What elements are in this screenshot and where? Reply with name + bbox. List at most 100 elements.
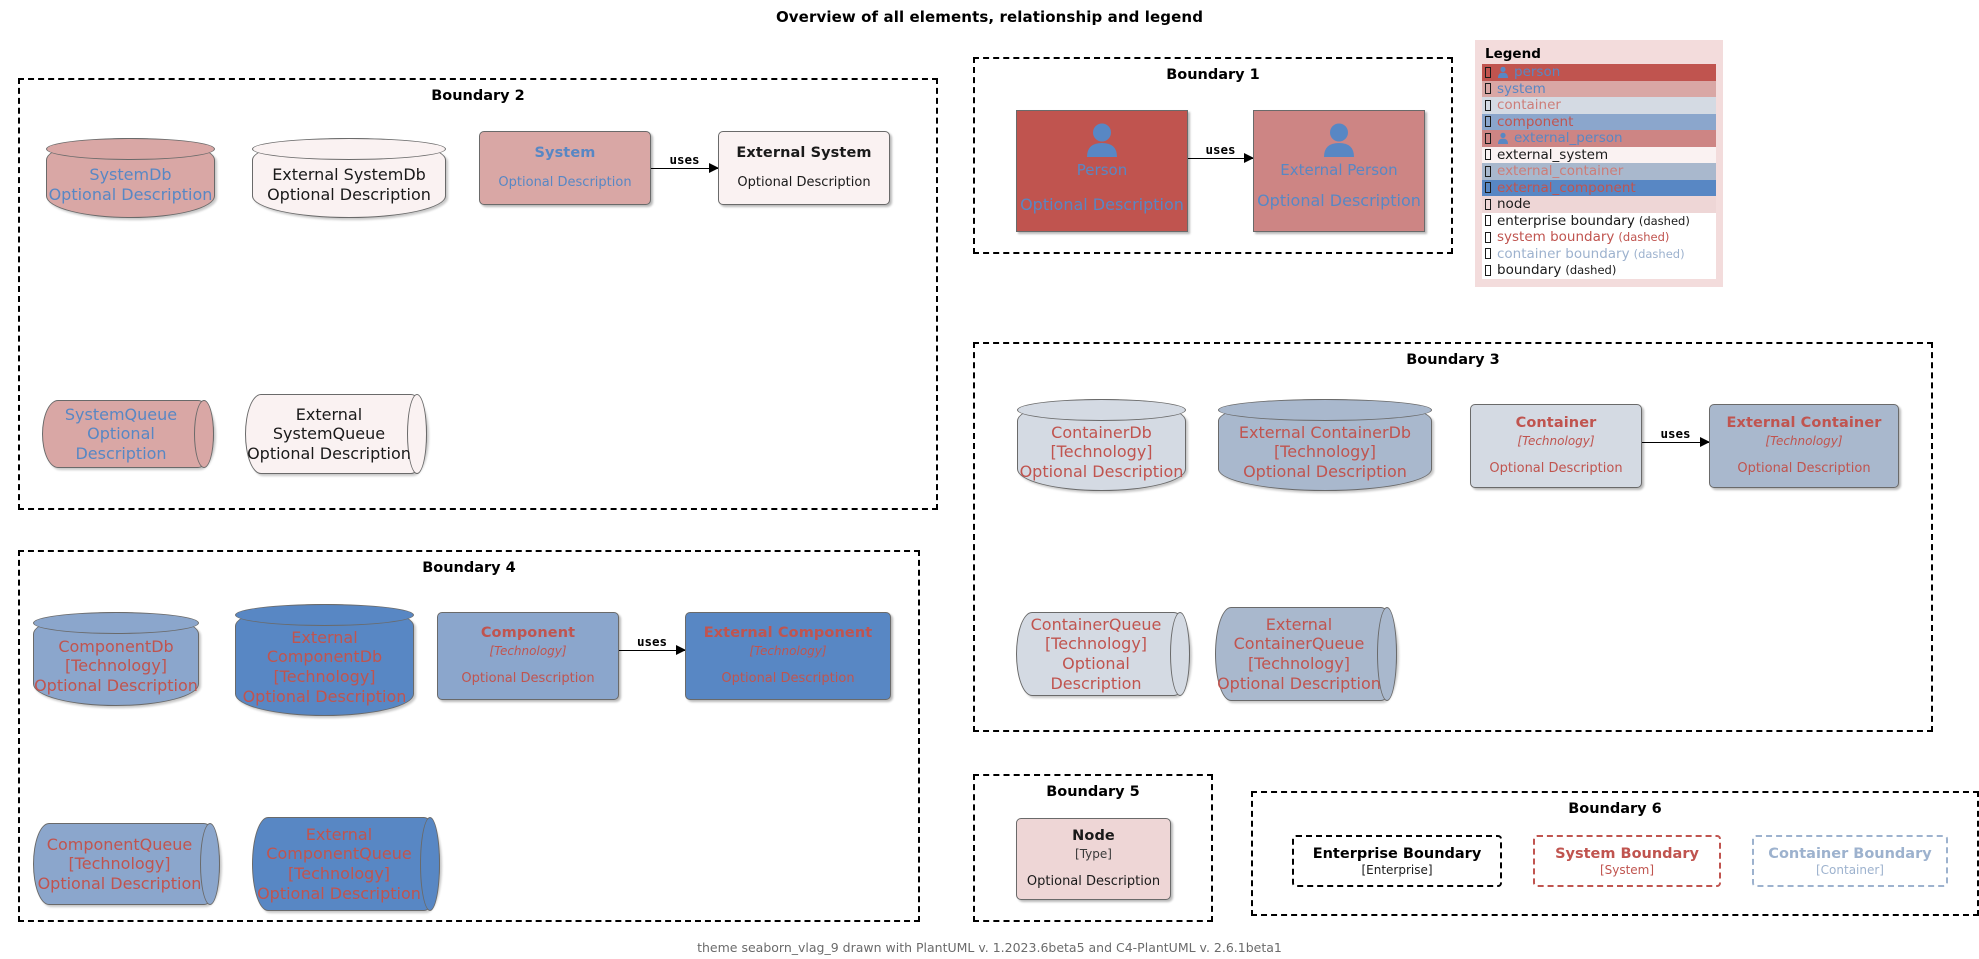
element-description: Optional Description	[1243, 461, 1407, 481]
legend-swatch-icon	[1485, 99, 1491, 111]
element-name: External SystemQueue	[272, 404, 386, 444]
element-external-container[interactable]: External Container [Technology] Optional…	[1709, 404, 1899, 488]
legend-row-label: person	[1514, 64, 1561, 81]
legend-row-label: node	[1497, 196, 1531, 213]
legend-row-node: node	[1482, 196, 1716, 213]
element-name: External Container	[1726, 415, 1882, 432]
sample-type: [System]	[1599, 862, 1655, 877]
legend-swatch-icon	[1485, 149, 1491, 161]
element-name: External ContainerQueue	[1233, 614, 1365, 654]
element-external-component-db[interactable]: External ComponentDb [Technology] Option…	[235, 604, 414, 716]
rel-container-uses: uses	[1642, 424, 1710, 460]
sample-name: Container Boundary	[1768, 845, 1932, 862]
element-description: Optional Description	[1489, 460, 1623, 476]
rel-line	[651, 168, 718, 169]
legend-swatch-icon	[1485, 116, 1491, 128]
legend-swatch-icon	[1485, 215, 1491, 227]
rel-arrowhead	[1700, 437, 1710, 447]
element-description: Optional Description	[1026, 873, 1161, 889]
element-node[interactable]: Node [Type] Optional Description	[1016, 818, 1171, 900]
legend-row-label: external_component	[1497, 179, 1636, 196]
cylinder-cap	[1170, 612, 1190, 696]
element-external-person[interactable]: External Person Optional Description	[1253, 110, 1425, 232]
rel-label: uses	[1660, 426, 1691, 442]
element-name: ComponentQueue	[46, 834, 193, 854]
boundary-6-title: Boundary 6	[1568, 801, 1662, 817]
legend-row-label: boundary	[1497, 262, 1562, 279]
rel-label: uses	[669, 152, 700, 168]
element-technology: [Technology]	[1765, 434, 1843, 449]
cylinder-top	[33, 612, 199, 634]
boundary-5: Boundary 5	[973, 774, 1213, 922]
rel-system-uses: uses	[651, 150, 719, 186]
element-technology: [Technology]	[1517, 434, 1595, 449]
element-person[interactable]: Person Optional Description	[1016, 110, 1188, 232]
element-component[interactable]: Component [Technology] Optional Descript…	[437, 612, 619, 700]
legend-swatch-icon	[1485, 83, 1491, 95]
legend-title: Legend	[1485, 46, 1541, 62]
element-name: External Person	[1280, 161, 1398, 179]
boundary-4-title: Boundary 4	[422, 560, 516, 576]
element-name: SystemQueue	[64, 404, 178, 424]
sample-system-boundary[interactable]: System Boundary [System]	[1533, 835, 1721, 887]
element-description: Optional Description	[1737, 460, 1871, 476]
rel-arrowhead	[676, 645, 686, 655]
cylinder-top	[1017, 399, 1186, 421]
sample-type: [Container]	[1815, 862, 1884, 877]
element-technology: [Technology]	[749, 644, 827, 659]
element-technology: [Technology]	[1247, 654, 1351, 673]
element-name: External Component	[703, 625, 873, 642]
element-external-container-queue[interactable]: External ContainerQueue [Technology] Opt…	[1215, 607, 1397, 701]
legend-swatch-icon	[1485, 248, 1491, 260]
legend-row-container-boundary: container boundary(dashed)	[1482, 245, 1716, 262]
sample-name: System Boundary	[1555, 845, 1699, 862]
legend-swatch-icon	[1485, 182, 1491, 194]
legend-row-label: external_person	[1514, 130, 1623, 147]
cylinder-top	[252, 138, 446, 160]
element-external-component-queue[interactable]: External ComponentQueue [Technology] Opt…	[252, 817, 440, 911]
element-external-system-queue[interactable]: External SystemQueue Optional Descriptio…	[245, 394, 427, 474]
element-external-system[interactable]: External System Optional Description	[718, 131, 890, 205]
element-system-queue[interactable]: SystemQueue Optional Description	[42, 400, 214, 468]
element-container[interactable]: Container [Technology] Optional Descript…	[1470, 404, 1642, 488]
element-external-system-db[interactable]: External SystemDb Optional Description	[252, 138, 446, 218]
rel-arrowhead	[709, 163, 719, 173]
legend-swatch-icon	[1485, 198, 1491, 210]
element-description: Optional Description	[267, 185, 431, 204]
legend-row-external-system: external_system	[1482, 146, 1716, 163]
element-description: Optional Description	[1217, 673, 1381, 693]
element-system[interactable]: System Optional Description	[479, 131, 651, 205]
element-component-queue[interactable]: ComponentQueue [Technology] Optional Des…	[33, 823, 220, 905]
legend-row-person: person	[1482, 64, 1716, 81]
boundary-3-title: Boundary 3	[1406, 352, 1500, 368]
legend-swatch-icon	[1485, 132, 1491, 144]
sample-container-boundary[interactable]: Container Boundary [Container]	[1752, 835, 1948, 887]
sample-enterprise-boundary[interactable]: Enterprise Boundary [Enterprise]	[1292, 835, 1502, 887]
boundary-2: Boundary 2	[18, 78, 938, 510]
element-system-db[interactable]: SystemDb Optional Description	[46, 138, 215, 218]
element-container-db[interactable]: ContainerDb [Technology] Optional Descri…	[1017, 399, 1186, 491]
rel-component-uses: uses	[619, 632, 686, 668]
element-description: Optional Description	[1050, 654, 1142, 693]
element-external-container-db[interactable]: External ContainerDb [Technology] Option…	[1218, 399, 1432, 491]
cylinder-top	[1218, 399, 1432, 421]
legend-row-suffix: (dashed)	[1618, 230, 1670, 245]
rel-label: uses	[1205, 142, 1236, 158]
legend-row-external-component: external_component	[1482, 179, 1716, 196]
element-name: ContainerDb	[1051, 422, 1152, 442]
page-title: Overview of all elements, relationship a…	[775, 8, 1204, 26]
person-icon	[1498, 133, 1508, 145]
element-container-queue[interactable]: ContainerQueue [Technology] Optional Des…	[1016, 612, 1190, 696]
element-description: Optional Description	[737, 175, 871, 191]
element-description: Optional Description	[257, 883, 421, 903]
element-description: Optional Description	[1257, 191, 1421, 210]
element-external-component[interactable]: External Component [Technology] Optional…	[685, 612, 891, 700]
legend-row-label: component	[1497, 113, 1574, 130]
legend-row-enterprise-boundary: enterprise boundary(dashed)	[1482, 212, 1716, 229]
element-description: Optional Description	[498, 175, 632, 191]
element-component-db[interactable]: ComponentDb [Technology] Optional Descri…	[33, 612, 199, 706]
person-icon	[1087, 123, 1117, 157]
footer-note: theme seaborn_vlag_9 drawn with PlantUML…	[697, 940, 1282, 955]
boundary-2-title: Boundary 2	[431, 88, 525, 104]
